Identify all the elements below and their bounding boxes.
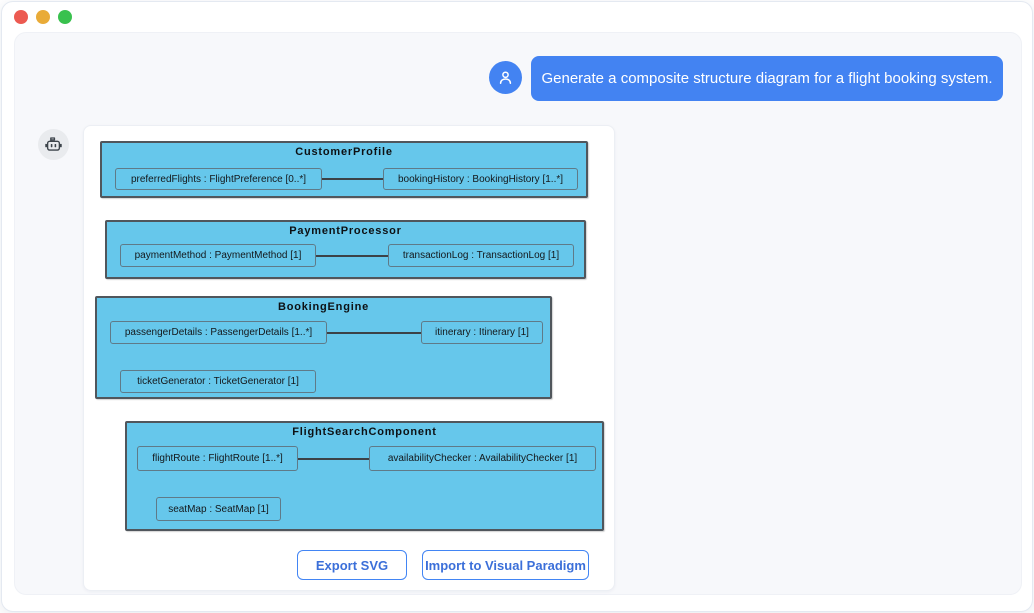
block-title: FlightSearchComponent bbox=[292, 426, 437, 438]
block-title: CustomerProfile bbox=[295, 146, 393, 158]
bot-avatar bbox=[38, 129, 69, 160]
user-message-text: Generate a composite structure diagram f… bbox=[541, 70, 993, 87]
user-message-bubble: Generate a composite structure diagram f… bbox=[531, 56, 1003, 101]
uml-block-paymentprocessor: PaymentProcessor paymentMethod : Payment… bbox=[105, 220, 586, 279]
uml-part: preferredFlights : FlightPreference [0..… bbox=[115, 168, 322, 190]
uml-block-bookingengine: BookingEngine passengerDetails : Passeng… bbox=[95, 296, 552, 399]
part-connector bbox=[217, 458, 483, 460]
uml-part: bookingHistory : BookingHistory [1..*] bbox=[383, 168, 578, 190]
uml-part: itinerary : Itinerary [1] bbox=[421, 321, 543, 344]
minimize-button[interactable] bbox=[36, 10, 50, 24]
uml-part: transactionLog : TransactionLog [1] bbox=[388, 244, 574, 267]
user-avatar bbox=[489, 61, 522, 94]
block-title: PaymentProcessor bbox=[289, 225, 402, 237]
uml-part: ticketGenerator : TicketGenerator [1] bbox=[120, 370, 316, 393]
part-connector bbox=[218, 178, 480, 180]
chat-panel: Generate a composite structure diagram f… bbox=[14, 32, 1022, 595]
close-button[interactable] bbox=[14, 10, 28, 24]
import-to-visual-paradigm-button[interactable]: Import to Visual Paradigm bbox=[422, 550, 589, 580]
part-connector bbox=[218, 255, 481, 257]
maximize-button[interactable] bbox=[58, 10, 72, 24]
block-title: BookingEngine bbox=[277, 301, 370, 313]
uml-part: flightRoute : FlightRoute [1..*] bbox=[137, 446, 298, 471]
uml-part: paymentMethod : PaymentMethod [1] bbox=[120, 244, 316, 267]
robot-icon bbox=[44, 135, 63, 154]
person-icon bbox=[496, 68, 515, 87]
uml-part: passengerDetails : PassengerDetails [1..… bbox=[110, 321, 327, 344]
export-svg-button[interactable]: Export SVG bbox=[297, 550, 407, 580]
uml-block-flightsearchcomponent: FlightSearchComponent flightRoute : Flig… bbox=[125, 421, 604, 531]
uml-part: availabilityChecker : AvailabilityChecke… bbox=[369, 446, 596, 471]
uml-block-customerprofile: CustomerProfile preferredFlights : Fligh… bbox=[100, 141, 588, 198]
uml-part: seatMap : SeatMap [1] bbox=[156, 497, 281, 521]
titlebar bbox=[2, 2, 1032, 32]
part-connector bbox=[218, 332, 482, 334]
diagram-card: CustomerProfile preferredFlights : Fligh… bbox=[83, 125, 615, 591]
